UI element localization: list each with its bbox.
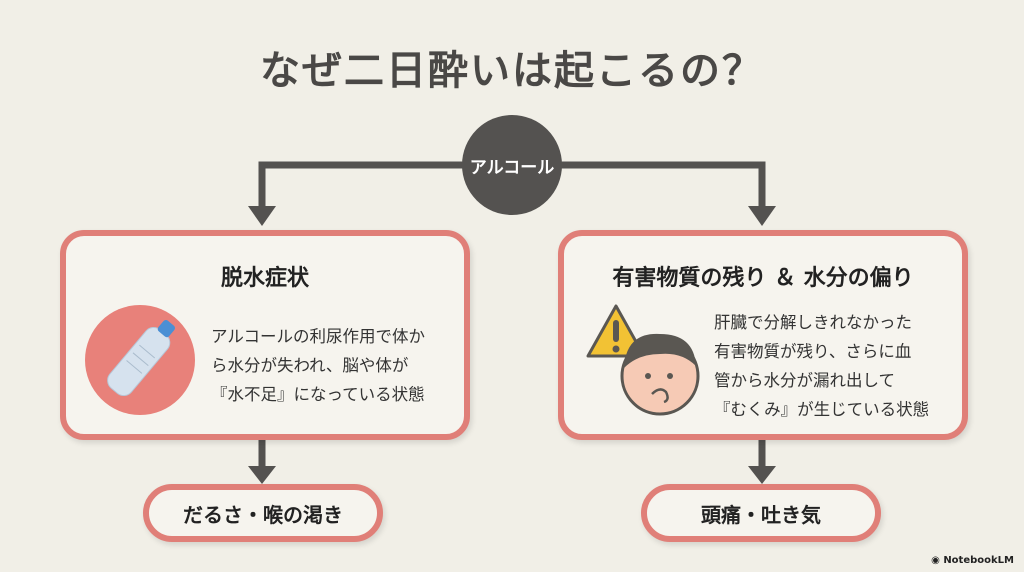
desc-line: 『水不足』になっている状態 — [211, 385, 425, 404]
desc-line: ら水分が失われ、脳や体が — [211, 356, 409, 375]
notebooklm-logo: ◉ NotebookLM — [931, 555, 1014, 566]
hub-label: アルコール — [469, 157, 555, 178]
result-label: 頭痛・吐き気 — [701, 502, 821, 527]
toxins-card: 有害物質の残り ＆ 水分の偏り 肝臓で分解しきれなかった 有害物質が残り、さらに… — [558, 230, 968, 440]
card-description: 肝臓で分解しきれなかった 有害物質が残り、さらに血 管から水分が漏れ出して 『む… — [714, 308, 929, 424]
desc-line: アルコールの利尿作用で体か — [211, 327, 426, 346]
result-label: だるさ・喉の渇き — [183, 502, 343, 527]
brand-label: NotebookLM — [943, 555, 1014, 566]
arrow-down-icon — [248, 206, 276, 226]
desc-line: 有害物質が残り、さらに血 — [714, 342, 912, 361]
warning-icon — [586, 304, 646, 358]
dehydration-card: 脱水症状 アルコールの利尿作用で体か ら水分が失われ、脳や体が 『水不足』になっ… — [60, 230, 470, 440]
result-fatigue-thirst: だるさ・喉の渇き — [143, 484, 383, 542]
card-heading: 有害物質の残り ＆ 水分の偏り — [612, 266, 914, 291]
arrow-down-icon — [248, 466, 276, 484]
water-bottle-icon — [85, 305, 195, 415]
arrow-down-icon — [748, 466, 776, 484]
arrow-down-icon — [748, 206, 776, 226]
card-heading: 脱水症状 — [220, 266, 309, 291]
sick-face-icon — [586, 304, 700, 416]
card-description: アルコールの利尿作用で体か ら水分が失われ、脳や体が 『水不足』になっている状態 — [211, 322, 425, 409]
desc-line: 肝臓で分解しきれなかった — [714, 313, 912, 332]
desc-line: 管から水分が漏れ出して — [714, 371, 896, 390]
hub-alcohol: アルコール — [462, 115, 562, 215]
page-title: なぜ二日酔いは起こるの？ — [260, 48, 764, 94]
desc-line: 『むくみ』が生じている状態 — [714, 400, 930, 419]
result-headache-nausea: 頭痛・吐き気 — [641, 484, 881, 542]
